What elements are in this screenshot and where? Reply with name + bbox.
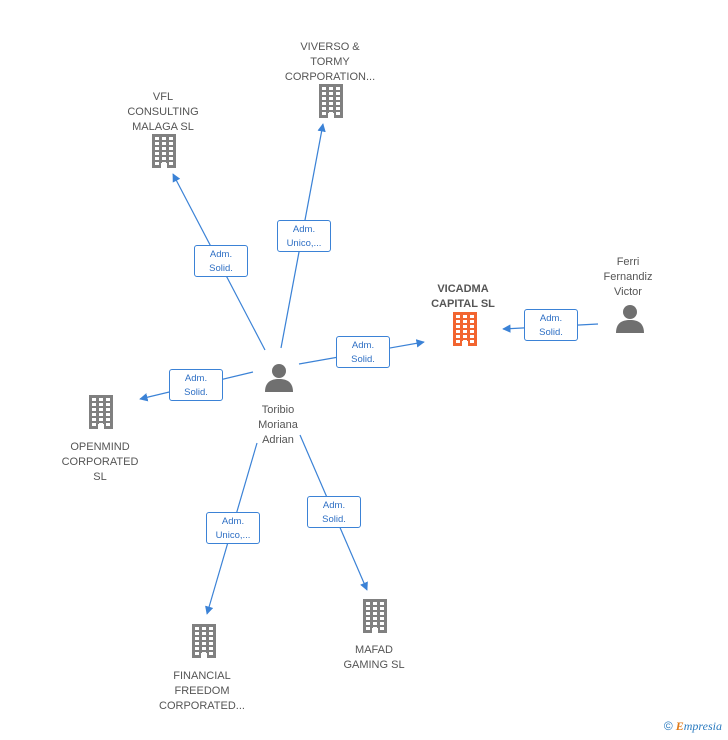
building-icon[interactable]: [451, 312, 479, 351]
edge-label-toribio-mafad[interactable]: Adm. Solid.: [307, 496, 361, 528]
node-label-vicadma[interactable]: VICADMA CAPITAL SL: [431, 283, 495, 310]
edge-label-toribio-viverso[interactable]: Adm. Unico,...: [277, 220, 331, 252]
node-label-openmind[interactable]: OPENMIND CORPORATED SL: [61, 441, 139, 483]
empresia-watermark: © Empresia: [664, 719, 722, 734]
node-label-financial[interactable]: FINANCIAL FREEDOM CORPORATED...: [159, 670, 245, 712]
building-icon[interactable]: [190, 624, 218, 663]
edge-label-ferri-vicadma[interactable]: Adm. Solid.: [524, 309, 578, 341]
node-label-toribio[interactable]: Toribio Moriana Adrian: [258, 404, 298, 446]
brand-initial: E: [675, 719, 684, 733]
person-icon[interactable]: [264, 362, 294, 397]
node-label-mafad[interactable]: MAFAD GAMING SL: [343, 644, 405, 671]
copyright-icon: ©: [663, 719, 673, 733]
person-icon[interactable]: [615, 303, 645, 338]
edge-label-toribio-openmind[interactable]: Adm. Solid.: [169, 369, 223, 401]
node-label-viverso[interactable]: VIVERSO & TORMY CORPORATION...: [284, 41, 376, 83]
node-label-vfl[interactable]: VFL CONSULTING MALAGA SL: [127, 91, 199, 133]
brand-name: mpresia: [683, 719, 722, 733]
edge-label-toribio-vfl[interactable]: Adm. Solid.: [194, 245, 248, 277]
building-icon[interactable]: [87, 395, 115, 434]
building-icon[interactable]: [150, 134, 178, 173]
node-label-ferri[interactable]: Ferri Fernandiz Victor: [603, 256, 653, 298]
building-icon[interactable]: [361, 599, 389, 638]
building-icon[interactable]: [317, 84, 345, 123]
edge-label-toribio-vicadma[interactable]: Adm. Solid.: [336, 336, 390, 368]
edge-label-toribio-financial[interactable]: Adm. Unico,...: [206, 512, 260, 544]
